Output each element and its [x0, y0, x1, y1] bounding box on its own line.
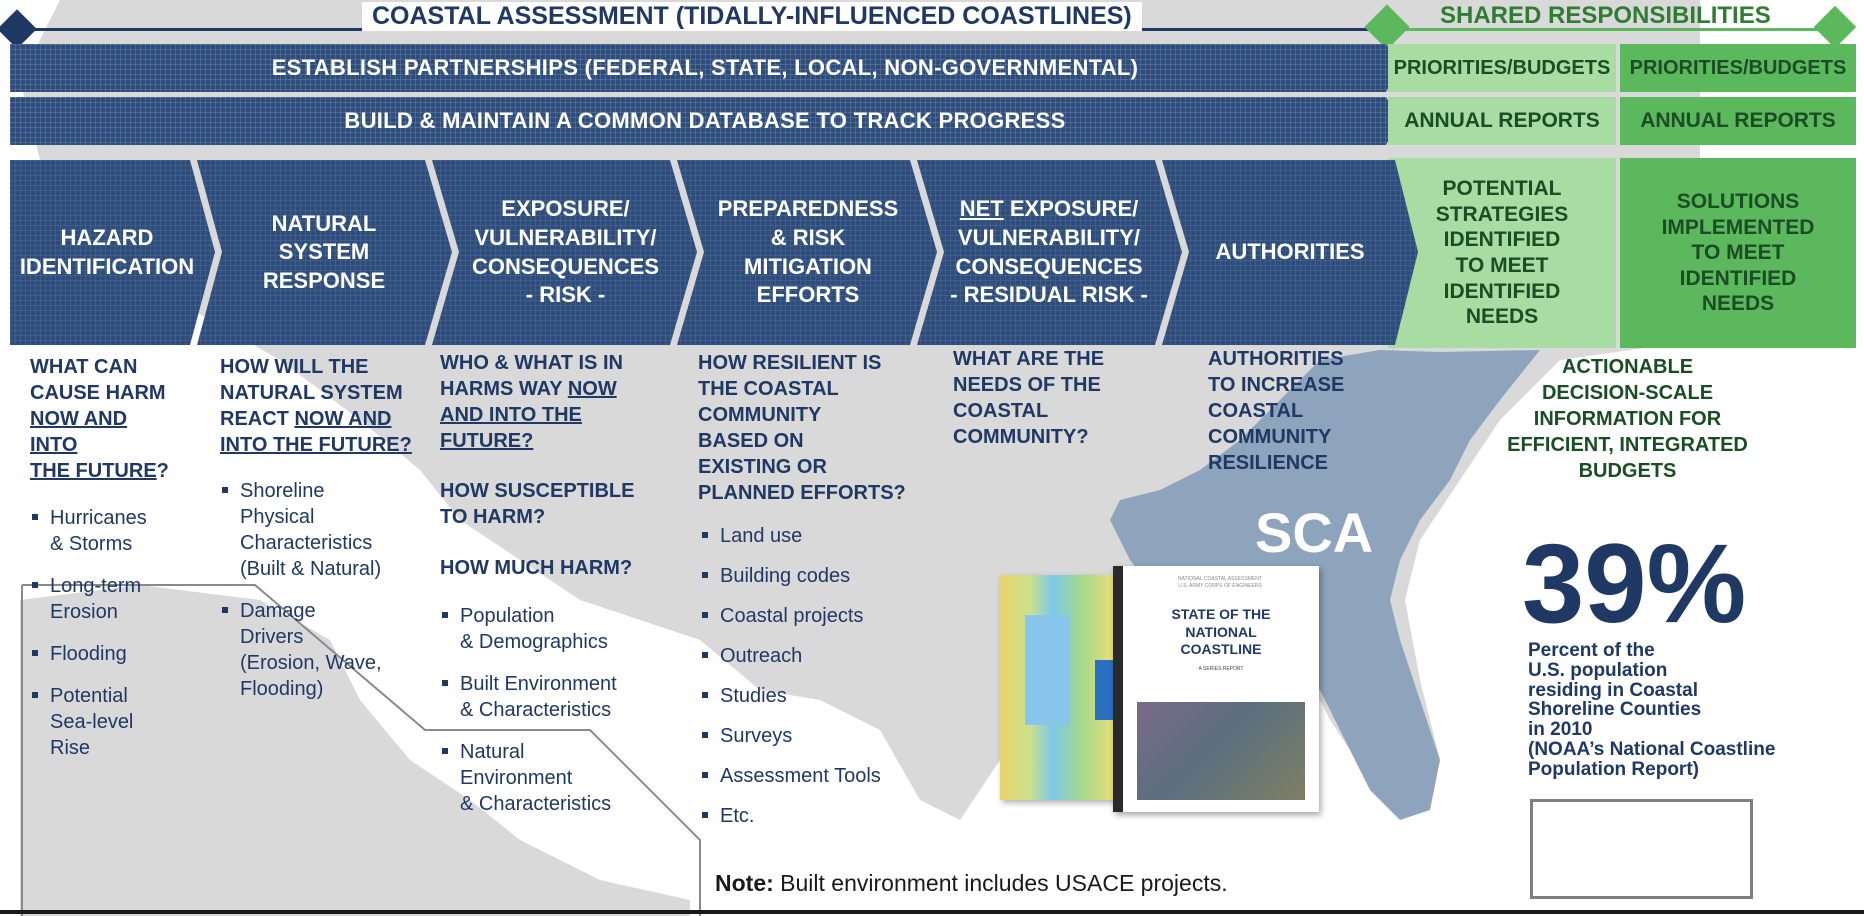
- header-rule-right: [1385, 28, 1845, 31]
- list-item: Population & Demographics: [440, 603, 617, 655]
- exposure-question-2: HOW SUSCEPTIBLE TO HARM?: [440, 480, 635, 528]
- step-preparedness-label: PREPAREDNESS & RISK MITIGATION EFFORTS: [717, 196, 899, 308]
- actionable-question: ACTIONABLE DECISION-SCALE INFORMATION FO…: [1507, 356, 1748, 482]
- step-exposure-label: EXPOSURE/ VULNERABILITY/ CONSEQUENCES - …: [471, 196, 660, 308]
- list-item: Potential Sea-level Rise: [30, 683, 147, 761]
- coastal-assessment-title: COASTAL ASSESSMENT (TIDALLY-INFLUENCED C…: [362, 2, 1142, 31]
- preparedness-question: HOW RESILIENT IS THE COASTAL COMMUNITY B…: [698, 352, 906, 504]
- process-chevrons: [10, 160, 1418, 345]
- natural-question: HOW WILL THE NATURAL SYSTEM REACT NOW AN…: [220, 354, 412, 458]
- sca-label: SCA: [1255, 501, 1374, 564]
- population-stat-value: 39%: [1522, 521, 1747, 646]
- shared-responsibilities-title: SHARED RESPONSIBILITIES: [1440, 2, 1771, 29]
- report-cover-map-image: [1137, 702, 1305, 800]
- exposure-question: WHO & WHAT IS IN HARMS WAY NOW AND INTO …: [440, 350, 623, 454]
- exposure-question-underlined: NOW AND INTO THE FUTURE?: [440, 378, 617, 452]
- list-item: Flooding: [30, 641, 147, 667]
- step-authorities-label: AUTHORITIES: [1215, 239, 1365, 265]
- footnote: Note: Built environment includes USACE p…: [715, 870, 1228, 897]
- chevron-exposure: [432, 160, 697, 345]
- natural-question-underlined: NOW AND INTO THE FUTURE?: [220, 408, 412, 456]
- chevron-hazard: [10, 160, 215, 345]
- chevron-authorities: [1162, 160, 1418, 345]
- step-net-prefix: NET: [959, 196, 1004, 222]
- sca-region-shape: [1110, 350, 1540, 820]
- population-stat-description: Percent of the U.S. population residing …: [1528, 640, 1776, 780]
- chevron-preparedness: [677, 160, 937, 345]
- list-item: Surveys: [700, 723, 881, 749]
- preparedness-list: Land use Building codes Coastal projects…: [700, 523, 881, 829]
- solutions-implemented-box: SOLUTIONS IMPLEMENTED TO MEET IDENTIFIED…: [1620, 158, 1856, 348]
- natural-question-text: HOW WILL THE NATURAL SYSTEM REACT: [220, 356, 403, 430]
- authorities-question: AUTHORITIES TO INCREASE COASTAL COMMUNIT…: [1208, 348, 1345, 474]
- bottom-rule: [0, 910, 1864, 914]
- hazard-question: WHAT CAN CAUSE HARM NOW AND INTO THE FUT…: [30, 354, 169, 484]
- report-map-inner: [1025, 615, 1070, 725]
- report-cover-subtitle: A SERIES REPORT: [1198, 666, 1244, 672]
- chevron-natural: [197, 160, 452, 345]
- exposure-question-text: WHO & WHAT IS IN HARMS WAY: [440, 352, 623, 400]
- footnote-label: Note:: [715, 870, 774, 896]
- list-item: Damage Drivers (Erosion, Wave, Flooding): [220, 598, 382, 702]
- list-item: Building codes: [700, 563, 881, 589]
- list-item: Assessment Tools: [700, 763, 881, 789]
- partnerships-band: ESTABLISH PARTNERSHIPS (FEDERAL, STATE, …: [10, 44, 1400, 92]
- list-item: Built Environment & Characteristics: [440, 671, 617, 723]
- list-item: Outreach: [700, 643, 881, 669]
- chevron-net-exposure: [917, 160, 1182, 345]
- footnote-text: Built environment includes USACE project…: [773, 870, 1228, 896]
- database-band: BUILD & MAINTAIN A COMMON DATABASE TO TR…: [10, 97, 1400, 145]
- list-item: Long-term Erosion: [30, 573, 147, 625]
- step-net-exposure-label: NET EXPOSURE/ VULNERABILITY/ CONSEQUENCE…: [946, 160, 1152, 345]
- report-cover-title: STATE OF THE NATIONAL COASTLINE: [1171, 606, 1271, 657]
- puerto-rico-inset-frame: [1530, 799, 1753, 899]
- annual-reports-box-1: ANNUAL REPORTS: [1388, 97, 1616, 145]
- alaska-inset-frame: [22, 584, 701, 916]
- step-net-rest: EXPOSURE/ VULNERABILITY/ CONSEQUENCES - …: [950, 196, 1148, 308]
- list-item: Etc.: [700, 803, 881, 829]
- exposure-list: Population & Demographics Built Environm…: [440, 603, 617, 817]
- report-cover: NATIONAL COASTAL ASSESSMENT U.S. ARMY CO…: [1113, 566, 1319, 812]
- alaska-shape: [20, 585, 690, 916]
- exposure-question-3: HOW MUCH HARM?: [440, 557, 633, 579]
- list-item: Coastal projects: [700, 603, 881, 629]
- step-hazard-label: HAZARD IDENTIFICATION: [19, 224, 195, 279]
- report-cover-header: NATIONAL COASTAL ASSESSMENT U.S. ARMY CO…: [1178, 576, 1262, 589]
- hazard-question-mark: ?: [156, 460, 169, 482]
- net-question: WHAT ARE THE NEEDS OF THE COASTAL COMMUN…: [953, 348, 1105, 448]
- hazard-list: Hurricanes & Storms Long-term Erosion Fl…: [30, 505, 147, 761]
- annual-reports-box-2: ANNUAL REPORTS: [1620, 97, 1856, 145]
- list-item: Studies: [700, 683, 881, 709]
- potential-strategies-box: POTENTIAL STRATEGIES IDENTIFIED TO MEET …: [1388, 158, 1616, 348]
- natural-list: Shoreline Physical Characteristics (Buil…: [220, 478, 382, 702]
- hazard-question-underlined: NOW AND INTO THE FUTURE: [30, 408, 157, 482]
- list-item: Hurricanes & Storms: [30, 505, 147, 557]
- list-item: Land use: [700, 523, 881, 549]
- hazard-question-text: WHAT CAN CAUSE HARM: [30, 356, 166, 404]
- list-item: Shoreline Physical Characteristics (Buil…: [220, 478, 382, 582]
- priorities-budgets-box-2: PRIORITIES/BUDGETS: [1620, 44, 1856, 92]
- priorities-budgets-box-1: PRIORITIES/BUDGETS: [1388, 44, 1616, 92]
- list-item: Natural Environment & Characteristics: [440, 739, 617, 817]
- step-natural-label: NATURAL SYSTEM RESPONSE: [262, 210, 386, 293]
